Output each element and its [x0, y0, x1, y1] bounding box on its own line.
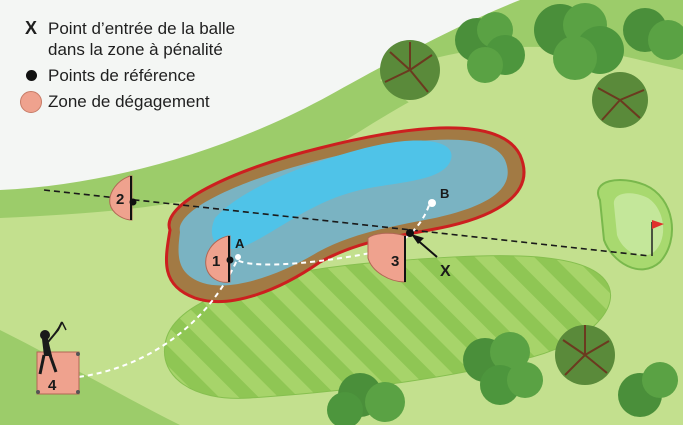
- entry-arrow: [411, 234, 438, 258]
- legend-reference-points-text: Points de référence: [48, 66, 196, 85]
- point-b-label: B: [440, 186, 449, 201]
- entry-x-label: X: [440, 263, 451, 280]
- legend-entry-point-text: Point d’entrée de la balle dans la zone …: [44, 18, 235, 60]
- reference-point-1: [226, 256, 234, 264]
- x-marker-symbol: X: [24, 18, 37, 38]
- trees: [327, 3, 683, 425]
- tree-top-2: [380, 40, 440, 100]
- zone-3-label: 3: [391, 253, 399, 270]
- legend-reference-points: Points de référence: [18, 65, 235, 86]
- legend-entry-point-line1: Point d’entrée de la balle: [48, 19, 236, 38]
- water-hazard: [211, 140, 452, 250]
- legend-entry-point-line2: dans la zone à pénalité: [48, 40, 223, 59]
- legend-relief-zone: Zone de dégagement: [18, 90, 235, 113]
- relief-zone-icon: [20, 90, 42, 113]
- point-a-label: A: [235, 236, 245, 251]
- legend-relief-zone-text: Zone de dégagement: [48, 92, 210, 111]
- tree-bottom-2: [555, 325, 615, 385]
- relief-zone-1: [205, 235, 231, 283]
- legend: X Point d’entrée de la balle dans la zon…: [18, 18, 235, 117]
- point-b-ball: [428, 199, 436, 207]
- zone-4-label: 4: [48, 377, 57, 394]
- golfer-icon: [38, 321, 67, 375]
- reference-line: [43, 189, 651, 257]
- flag-icon: [652, 220, 664, 229]
- tree-top-3: [534, 3, 624, 80]
- tree-top-5: [623, 8, 683, 60]
- zone-1-label: 1: [212, 253, 220, 270]
- tree-top-4: [592, 72, 648, 128]
- reference-dot-icon: [25, 70, 37, 81]
- tree-bottom-3: [327, 373, 405, 425]
- zone-2-label: 2: [116, 191, 124, 208]
- relief-zone-2: [109, 175, 133, 221]
- point-a-ball: [235, 254, 241, 260]
- tree-top-1: [455, 12, 525, 83]
- tree-bottom-4: [618, 362, 678, 417]
- reference-point-2: [129, 198, 137, 206]
- legend-entry-point: X Point d’entrée de la balle dans la zon…: [18, 18, 235, 60]
- tree-bottom-1: [463, 332, 543, 405]
